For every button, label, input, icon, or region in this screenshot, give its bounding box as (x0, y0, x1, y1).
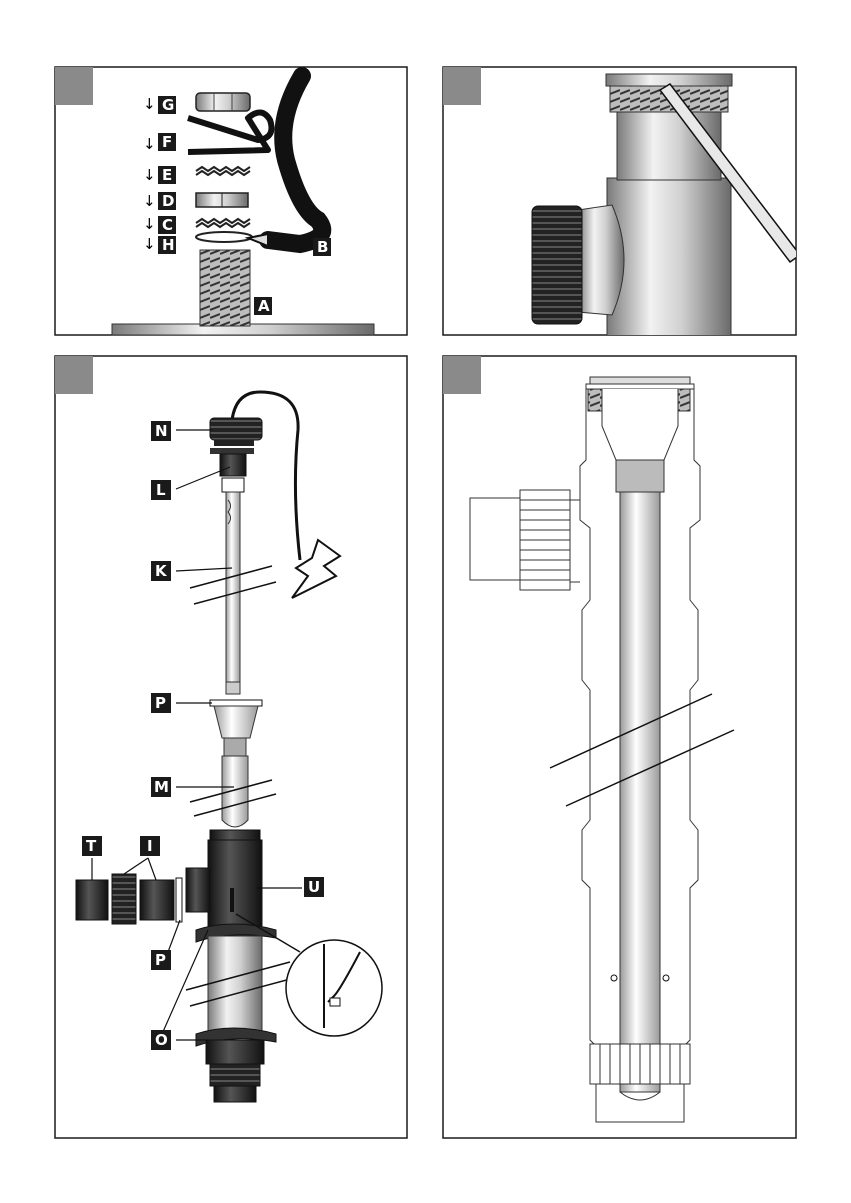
arrow-h: ↓ (143, 235, 156, 253)
panel-4 (443, 356, 796, 1138)
panel-2 (443, 67, 800, 338)
cable-cap (210, 418, 262, 440)
lamp-base (222, 478, 244, 492)
lamp-socket-flange (210, 448, 254, 454)
panel-1-corner-tab (55, 67, 93, 105)
label-badge-o: O (151, 1030, 171, 1050)
label-badge-m: M (151, 777, 171, 797)
quartz-tube-head (214, 706, 258, 738)
svg-text:N: N (155, 422, 168, 440)
label-badge-c: C (158, 216, 176, 234)
svg-text:O: O (155, 1031, 168, 1049)
hose-adapter (140, 880, 174, 920)
panel-1: ↓ ↓ ↓ ↓ ↓ ↓ G F E D C H B A (55, 67, 407, 335)
housing-lower-tube (208, 936, 262, 1036)
label-badge-d: D (158, 192, 176, 210)
svg-text:D: D (162, 192, 174, 210)
panel-3: N L K P M T I U P O (55, 356, 407, 1138)
housing-body (607, 178, 731, 338)
label-badge-f: F (158, 133, 176, 151)
lamp-socket (220, 454, 246, 476)
svg-text:E: E (162, 166, 172, 184)
svg-text:B: B (317, 238, 328, 256)
svg-text:I: I (147, 837, 153, 855)
svg-text:A: A (258, 297, 270, 315)
detail-magnifier (286, 940, 382, 1036)
label-badge-k: K (151, 561, 171, 581)
bottom-cap (210, 1064, 260, 1086)
label-badge-b: B (313, 238, 331, 256)
cap-nut (196, 93, 250, 111)
svg-text:H: H (162, 236, 175, 254)
svg-text:P: P (155, 951, 166, 969)
arrow-g: ↓ (143, 95, 156, 113)
svg-text:L: L (156, 481, 166, 499)
housing-side-port (186, 868, 210, 912)
label-badge-g: G (158, 96, 176, 114)
svg-text:M: M (154, 778, 169, 796)
knurled-cap (532, 206, 582, 324)
arrow-f: ↓ (143, 135, 156, 153)
label-badge-t: T (82, 836, 102, 856)
arrow-e: ↓ (143, 166, 156, 184)
label-badge-h: H (158, 236, 176, 254)
label-badge-p-bottom: P (151, 950, 171, 970)
end-cap (76, 880, 108, 920)
panel-2-corner-tab (443, 67, 481, 105)
housing-top-thread (210, 830, 260, 840)
label-badge-e: E (158, 166, 176, 184)
o-ring-top (210, 700, 262, 706)
label-badge-a: A (254, 297, 272, 315)
label-badge-u: U (304, 877, 324, 897)
union-nut (112, 874, 136, 924)
svg-text:G: G (162, 96, 174, 114)
label-badge-i: I (140, 836, 160, 856)
panel-3-corner-tab (55, 356, 93, 394)
housing (208, 840, 262, 936)
svg-text:K: K (155, 562, 168, 580)
arrow-c: ↓ (143, 215, 156, 233)
label-badge-n: N (151, 421, 171, 441)
o-ring-side (176, 878, 182, 922)
arrow-d: ↓ (143, 192, 156, 210)
svg-text:F: F (162, 133, 172, 151)
label-badge-p-top: P (151, 693, 171, 713)
svg-text:U: U (308, 878, 320, 896)
panel-4-corner-tab (443, 356, 481, 394)
svg-text:T: T (86, 837, 97, 855)
label-badge-l: L (151, 480, 171, 500)
svg-text:C: C (162, 216, 173, 234)
side-port (578, 205, 624, 315)
threaded-stud (200, 250, 250, 326)
quartz-tube (222, 756, 248, 827)
svg-text:P: P (155, 694, 166, 712)
